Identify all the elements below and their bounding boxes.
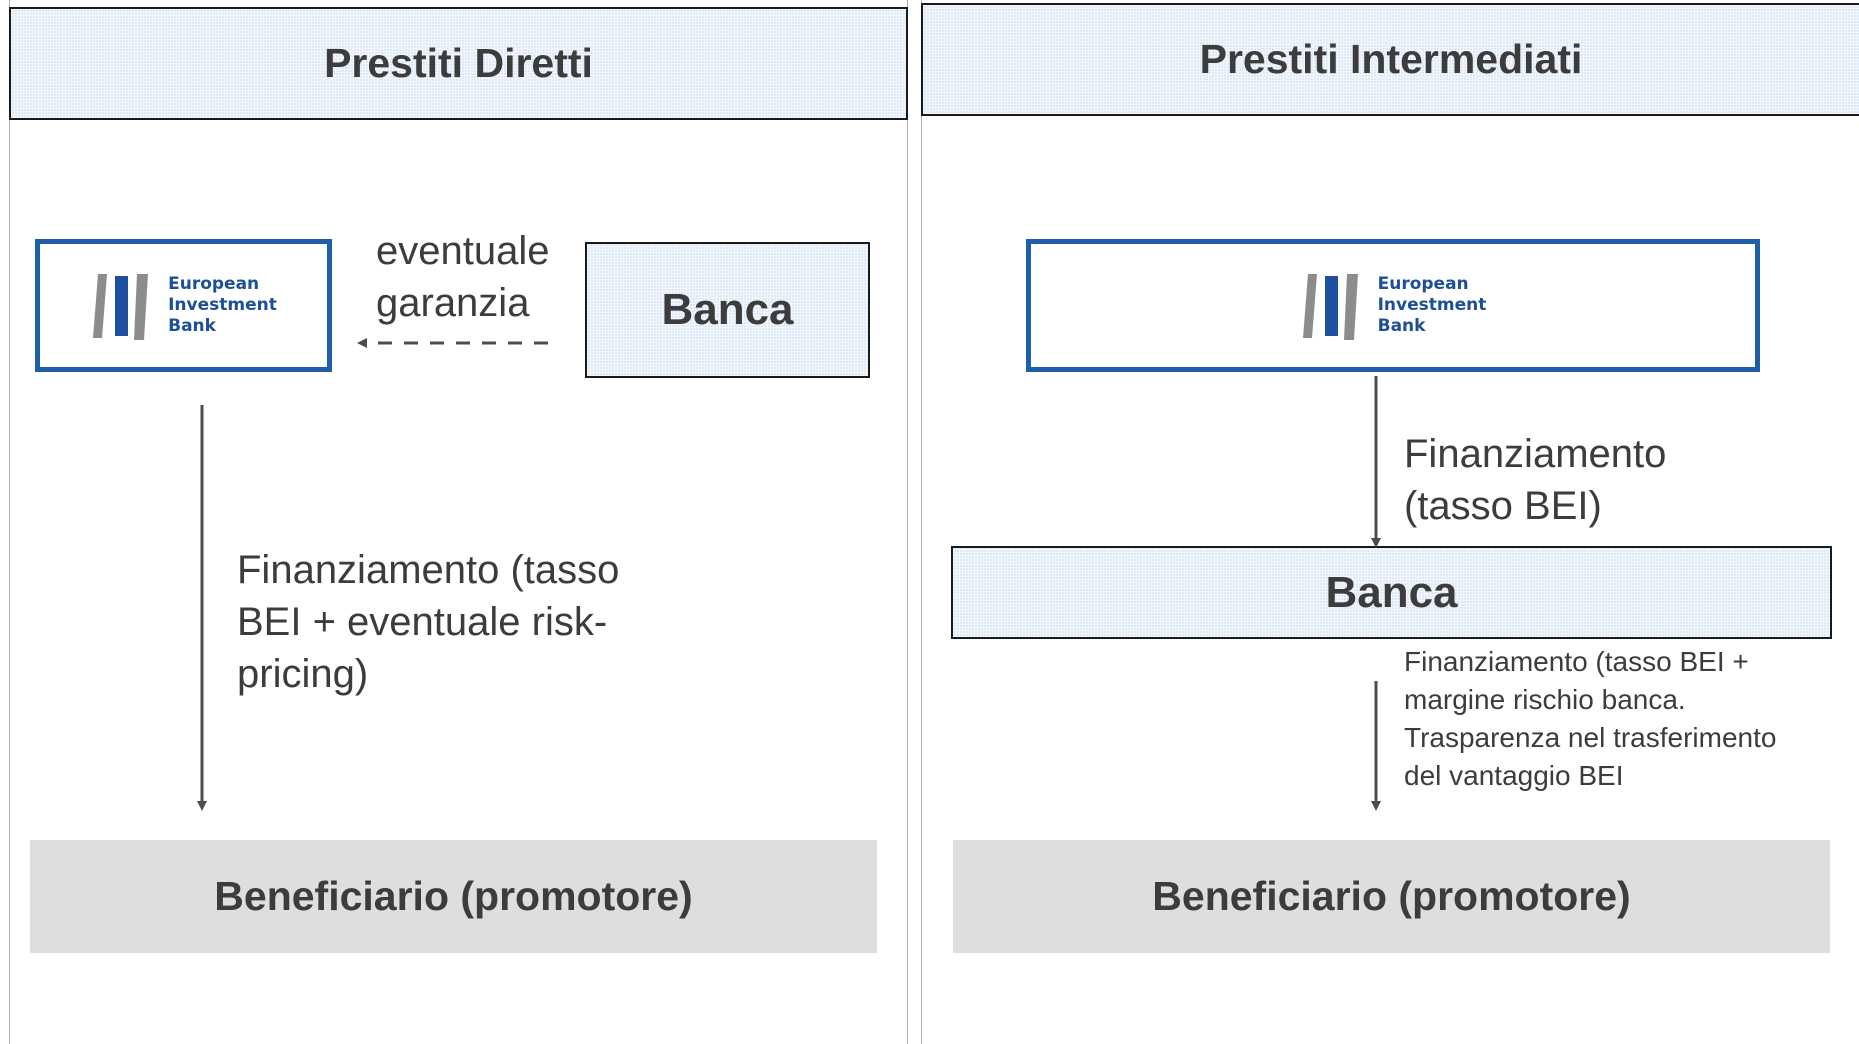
panel-prestiti-intermediati xyxy=(921,0,1859,1044)
eib-logo-line: Bank xyxy=(1377,316,1426,336)
financing-label-line: Finanziamento (tasso xyxy=(237,548,620,592)
eib-logo-text: European Investment Bank xyxy=(1378,274,1487,337)
financing-label-line: del vantaggio BEI xyxy=(1404,760,1624,791)
beneficiary-box-right: Beneficiario (promotore) xyxy=(953,840,1830,953)
beneficiary-label: Beneficiario (promotore) xyxy=(214,873,693,919)
header-prestiti-intermediati: Prestiti Intermediati xyxy=(921,3,1859,116)
financing-label-line: Trasparenza nel trasferimento xyxy=(1404,722,1777,753)
financing-label-line: pricing) xyxy=(237,652,369,696)
bank-box-right: Banca xyxy=(951,546,1832,639)
financing-label-line: (tasso BEI) xyxy=(1404,484,1602,528)
financing-label-direct: Finanziamento (tasso BEI + eventuale ris… xyxy=(237,544,697,700)
guarantee-label-line: garanzia xyxy=(376,281,530,325)
financing-label-eib-to-bank: Finanziamento (tasso BEI) xyxy=(1404,428,1764,532)
header-title: Prestiti Diretti xyxy=(324,40,593,86)
financing-label-line: Finanziamento (tasso BEI + xyxy=(1404,646,1749,677)
panel-prestiti-diretti xyxy=(9,0,908,1044)
eib-logo-text: European Investment Bank xyxy=(168,274,277,337)
eib-emblem-icon xyxy=(1302,273,1358,340)
financing-label-bank-to-beneficiary: Finanziamento (tasso BEI + margine risch… xyxy=(1404,643,1854,795)
financing-label-line: BEI + eventuale risk- xyxy=(237,600,608,644)
guarantee-label-line: eventuale xyxy=(376,229,550,273)
eib-emblem-icon xyxy=(93,273,149,340)
eib-logo-line: European xyxy=(1377,274,1469,294)
eib-logo: European Investment Bank xyxy=(90,270,277,342)
guarantee-label: eventuale garanzia xyxy=(376,225,576,329)
eib-logo: European Investment Bank xyxy=(1300,270,1487,342)
bank-box-label: Banca xyxy=(1325,567,1458,617)
bank-box-left: Banca xyxy=(585,242,870,378)
beneficiary-label: Beneficiario (promotore) xyxy=(1152,873,1631,919)
header-prestiti-diretti: Prestiti Diretti xyxy=(9,7,908,120)
eib-logo-line: European xyxy=(168,274,260,294)
eib-logo-box: European Investment Bank xyxy=(1026,239,1760,372)
beneficiary-box-left: Beneficiario (promotore) xyxy=(30,840,877,953)
financing-label-line: Finanziamento xyxy=(1404,432,1667,476)
eib-logo-line: Investment xyxy=(1377,295,1487,315)
eib-logo-box: European Investment Bank xyxy=(35,239,332,372)
financing-label-line: margine rischio banca. xyxy=(1404,684,1686,715)
eib-logo-line: Bank xyxy=(168,316,216,336)
header-title: Prestiti Intermediati xyxy=(1199,36,1583,82)
eib-logo-line: Investment xyxy=(168,295,277,315)
bank-box-label: Banca xyxy=(661,285,794,334)
